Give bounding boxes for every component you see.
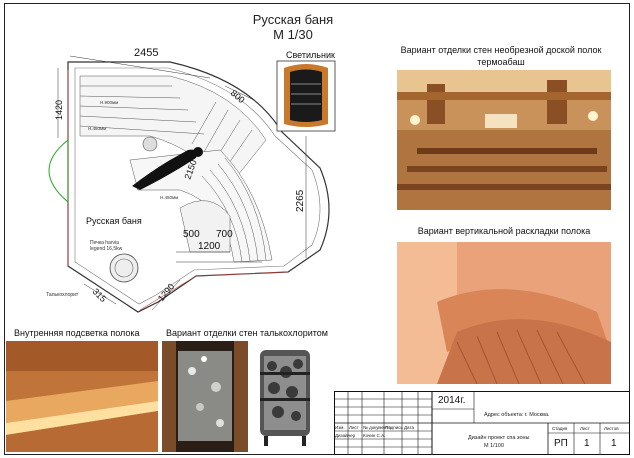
dim-2265: 2265 [295, 189, 306, 212]
col-ndoc: № документа [363, 425, 392, 430]
dim-2455: 2455 [134, 47, 158, 59]
col-izm: Изм. [335, 425, 345, 430]
lamp-label: Светильник [286, 50, 335, 60]
plan-scale: М 1/30 [273, 27, 313, 42]
height-label-3: H.450мм [160, 195, 178, 200]
dim-700: 700 [216, 229, 233, 240]
col-list: Лист [349, 425, 359, 430]
col-sign: Подпись [385, 425, 403, 430]
height-label-2: H.450мм [88, 126, 106, 131]
stage-header: Стадия [552, 426, 568, 431]
photo3-caption: Внутренняя подсветка полока [14, 328, 140, 338]
project-scale: М 1/100 [484, 443, 504, 449]
photo-talc-wall [162, 341, 248, 452]
photo1-caption: Вариант отделки стен необрезной доской п… [400, 45, 602, 67]
year: 2014г. [438, 395, 466, 406]
height-label-1: H.900мм [100, 100, 118, 105]
talc-label: Талькохлорит [46, 292, 79, 298]
lamp-image [276, 60, 336, 132]
sheets-header: Листов [604, 426, 619, 431]
sheet-frame [4, 3, 630, 455]
address: Адрес объекта: г. Москва. [484, 412, 550, 418]
sheets-value: 1 [611, 438, 617, 449]
room-label: Русская баня [86, 216, 142, 226]
designer: Кочин С.А. [363, 433, 386, 438]
stage-value: РП [554, 438, 568, 449]
plan-title: Русская баня [252, 12, 334, 27]
dim-500: 500 [183, 229, 200, 240]
photo-bench-backlight [6, 341, 158, 452]
photo4-caption: Вариант отделки стен талькохлоритом [166, 328, 328, 338]
photo-rough-board-walls [397, 70, 611, 210]
dim-1290: 1290 [156, 282, 177, 304]
project-name: Дизайн проект спа зоны [468, 435, 530, 441]
dim-315: 315 [91, 286, 109, 304]
sheet-header: Лист [580, 426, 590, 431]
dim-1420: 1420 [54, 100, 64, 120]
stove-label-1: Печка harvia [90, 240, 119, 246]
sauna-floor-plan: 2455 1420 800 2150 2265 500 700 1200 315… [46, 47, 330, 313]
stove-label-2: legend 16,5kw [90, 246, 123, 252]
dim-1200: 1200 [198, 241, 221, 252]
sheet-value: 1 [584, 438, 590, 449]
role: Дизайнер [335, 433, 356, 438]
stove-image [252, 342, 318, 450]
title-block: 2014г. Адрес объекта: г. Москва. Изм. Ли… [334, 391, 630, 455]
col-date: Дата [404, 425, 414, 430]
photo2-caption: Вариант вертикальной раскладки полока [417, 226, 591, 236]
photo-vertical-bench-layout [397, 242, 611, 384]
